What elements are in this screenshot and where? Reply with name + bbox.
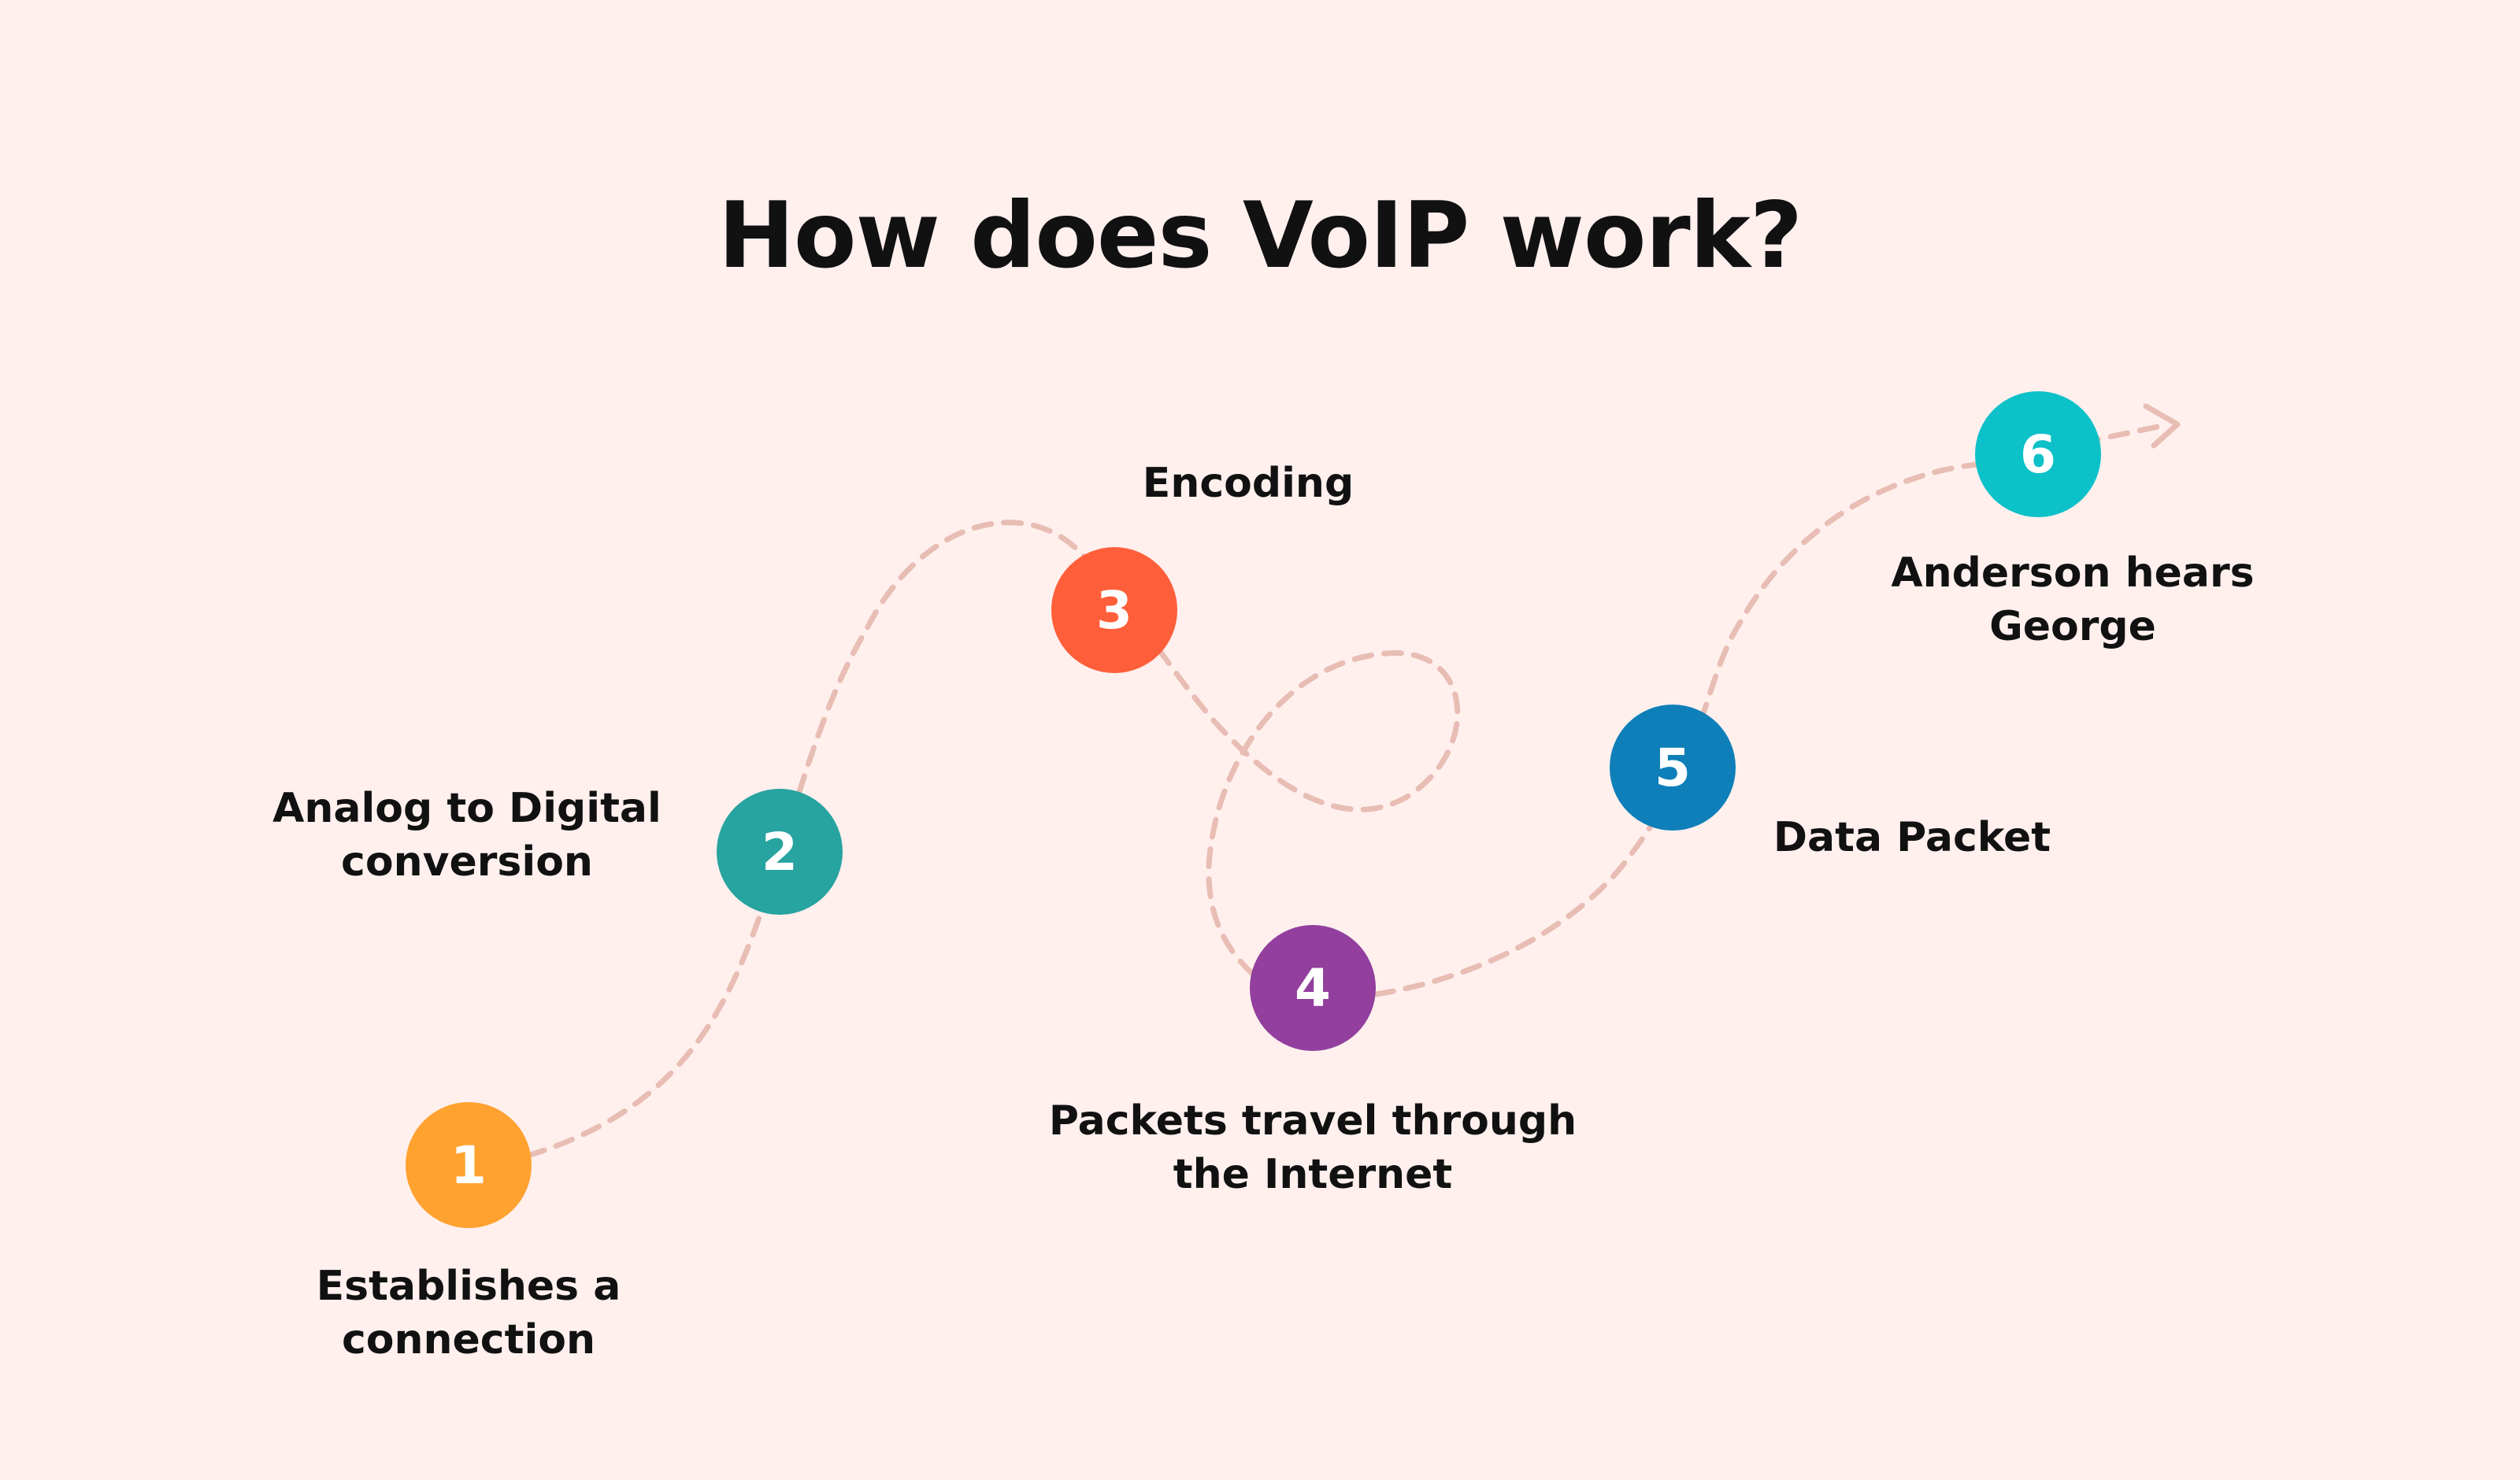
step-1-label: Establishes a connection	[316, 1263, 621, 1363]
step-3-label: Encoding	[1142, 460, 1354, 507]
step-1-marker[interactable]: 1	[406, 1102, 532, 1228]
arrow-head-icon	[2143, 403, 2181, 449]
step-number: 2	[762, 821, 798, 882]
step-number: 6	[2020, 424, 2056, 485]
step-number: 1	[450, 1134, 487, 1196]
step-6-marker[interactable]: 6	[1975, 391, 2101, 517]
step-4-marker[interactable]: 4	[1250, 925, 1376, 1051]
step-5-label: Data Packet	[1773, 814, 2051, 861]
step-number: 4	[1295, 957, 1331, 1019]
step-2-label: Analog to Digital conversion	[272, 785, 662, 886]
step-5-marker[interactable]: 5	[1610, 705, 1736, 831]
step-3-marker[interactable]: 3	[1051, 547, 1177, 673]
step-number: 3	[1096, 579, 1132, 641]
step-6-label: Anderson hears George	[1891, 549, 2255, 650]
step-4-label: Packets travel through the Internet	[1048, 1097, 1577, 1198]
page-title: How does VoIP work?	[717, 183, 1803, 289]
step-2-marker[interactable]: 2	[717, 789, 843, 915]
step-number: 5	[1655, 737, 1691, 798]
